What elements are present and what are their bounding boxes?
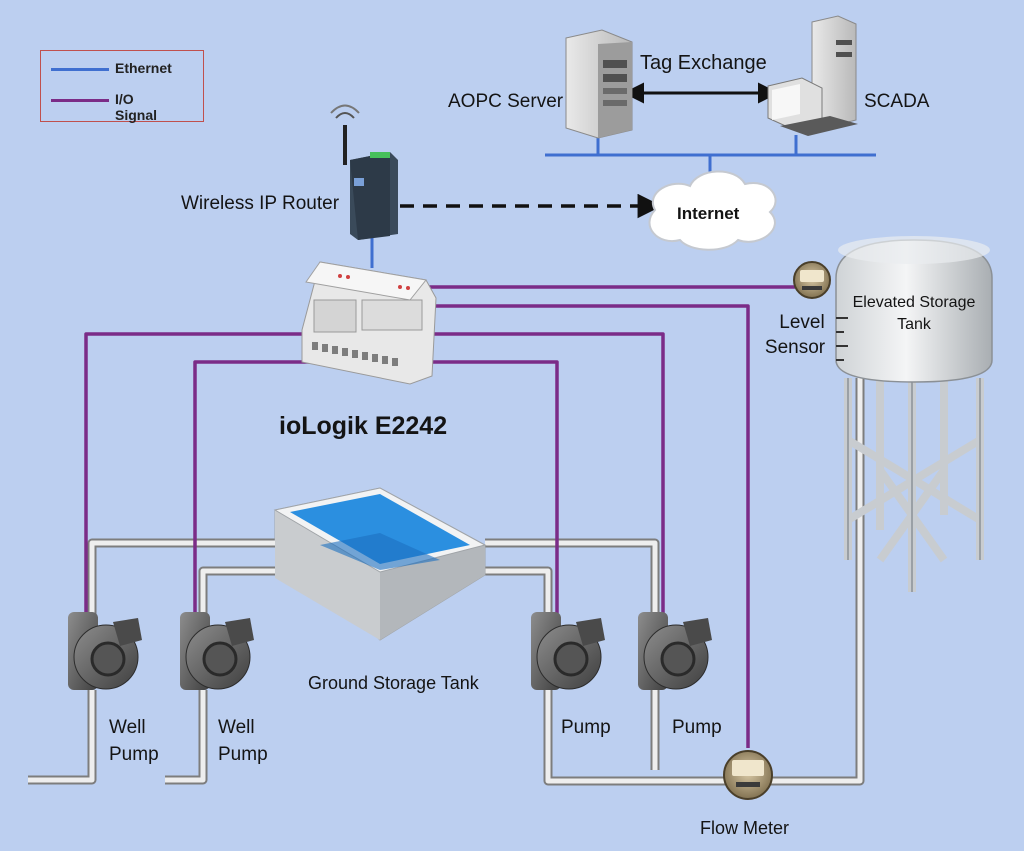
- pump-c-label: Pump: [561, 717, 611, 738]
- io-wire-flow-meter: [432, 304, 750, 748]
- internet-cloud-icon: [648, 170, 777, 251]
- device-label: ioLogik E2242: [279, 412, 448, 440]
- ground-storage-tank-label: Ground Storage Tank: [308, 673, 479, 693]
- level-sensor-label-line-1: Level: [779, 312, 825, 333]
- io-wire-well-pump-b: [193, 360, 310, 615]
- well-pump-a-icon: [68, 612, 142, 690]
- well-pump-b-label-line-2: Pump: [218, 744, 268, 765]
- legend-label-ethernet: Ethernet: [115, 60, 172, 76]
- well-pump-b-icon: [180, 612, 254, 690]
- pump-d-icon: [638, 612, 712, 690]
- water-pipes: [28, 378, 865, 786]
- wireless-router-icon: [330, 104, 398, 240]
- legend-label-io-signal: I/O Signal: [115, 91, 158, 123]
- well-pump-a-label-line-1: Well: [109, 717, 146, 738]
- io-wire-well-pump-a: [84, 332, 305, 615]
- internet-label: Internet: [677, 204, 740, 223]
- legend-swatch-ethernet: [51, 68, 109, 71]
- elevated-storage-tank-icon: [835, 236, 993, 592]
- level-sensor-icon: [793, 261, 831, 299]
- level-sensor-label-line-2: Sensor: [764, 337, 826, 358]
- iologik-device-icon: [301, 261, 437, 385]
- io-signal-wires: [84, 285, 795, 748]
- scada-label: SCADA: [864, 91, 930, 112]
- flow-meter-icon: [723, 750, 773, 800]
- ethernet-network: [370, 130, 876, 268]
- tag-exchange-label: Tag Exchange: [640, 52, 767, 74]
- pump-c-icon: [531, 612, 605, 690]
- io-wire-pump-d: [428, 332, 665, 615]
- io-wire-pump-c: [425, 360, 559, 615]
- elevated-tank-label-line-1: Elevated Storage: [852, 294, 976, 311]
- elevated-tank-label-line-2: Tank: [897, 316, 931, 333]
- legend-swatch-io-signal: [51, 99, 109, 102]
- scada-workstation-icon: [767, 15, 858, 136]
- pump-d-label: Pump: [672, 717, 722, 738]
- wireless-router-label: Wireless IP Router: [181, 193, 340, 214]
- aopc-server-icon: [565, 29, 633, 139]
- flow-meter-label: Flow Meter: [700, 818, 790, 838]
- aopc-server-label: AOPC Server: [448, 91, 564, 112]
- pump-icons: [68, 612, 712, 690]
- ground-storage-tank-icon: [273, 487, 487, 641]
- well-pump-b-label-line-1: Well: [218, 717, 255, 738]
- legend: Ethernet I/O Signal: [40, 50, 204, 123]
- well-pump-a-label-line-2: Pump: [109, 744, 159, 765]
